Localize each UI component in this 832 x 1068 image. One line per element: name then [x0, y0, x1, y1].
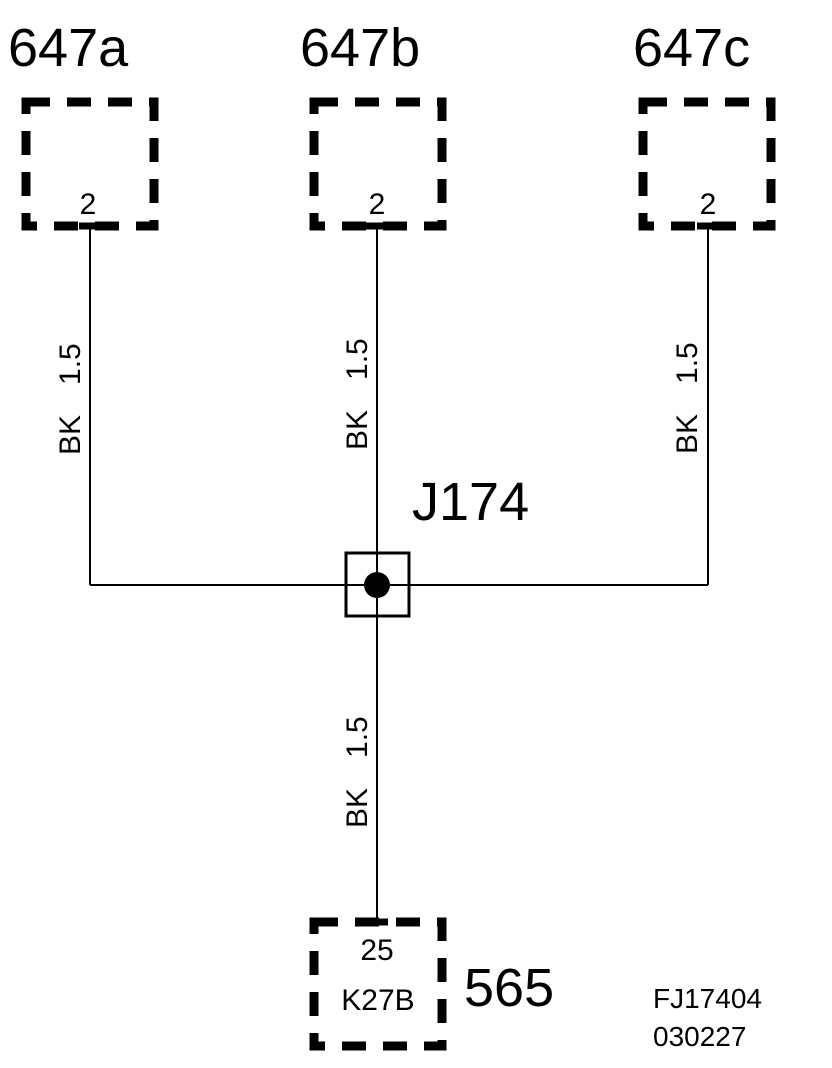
connector-565-name: K27B — [341, 984, 414, 1017]
wires — [79, 222, 719, 926]
connector-647a-box — [21, 97, 159, 231]
connector-647c-pin: 2 — [700, 188, 717, 221]
svg-text:BK1.5: BK 1.5 — [341, 338, 374, 450]
footer: FJ17404 030227 — [653, 983, 762, 1052]
wire-center-color: BK — [341, 410, 374, 450]
footer-date: 030227 — [653, 1021, 746, 1052]
wire-right-size: 1.5 — [671, 342, 704, 384]
wire-right-color: BK — [671, 414, 704, 454]
svg-text:BK1.5: BK 1.5 — [671, 342, 704, 454]
wire-label-right: BK 1.5 — [671, 342, 704, 454]
connector-647b-label: 647b — [300, 18, 420, 78]
splice-j174: J174 — [344, 472, 529, 618]
connector-565-box — [309, 917, 447, 1051]
connector-647c-box — [638, 97, 776, 231]
wire-bottom-size: 1.5 — [341, 716, 374, 758]
wire-bottom-color: BK — [341, 788, 374, 828]
svg-text:BK1.5: BK 1.5 — [54, 343, 87, 455]
connector-565-label: 565 — [464, 958, 554, 1018]
connector-647a-label: 647a — [8, 18, 129, 78]
wire-left-color: BK — [54, 415, 87, 455]
connector-647a-pin: 2 — [80, 188, 97, 221]
connector-565-pin: 25 — [360, 934, 393, 967]
wire-label-bottom: BK 1.5 — [341, 716, 374, 828]
connector-647c-label: 647c — [633, 18, 750, 78]
footer-code: FJ17404 — [653, 983, 762, 1014]
wire-center-size: 1.5 — [341, 338, 374, 380]
splice-dot — [364, 572, 390, 598]
connector-647c: 647c 2 — [633, 18, 776, 231]
connector-647a: 647a 2 — [8, 18, 159, 231]
svg-text:BK1.5: BK 1.5 — [341, 716, 374, 828]
connector-647b-box — [309, 97, 447, 231]
splice-label: J174 — [412, 472, 529, 532]
wire-left-size: 1.5 — [54, 343, 87, 385]
wire-label-left: BK 1.5 — [54, 343, 87, 455]
connector-647b-pin: 2 — [369, 188, 386, 221]
wire-label-center: BK 1.5 — [341, 338, 374, 450]
connector-647b: 647b 2 — [300, 18, 447, 231]
connector-565: 25 K27B 565 — [309, 917, 554, 1051]
splice-box — [344, 551, 411, 618]
